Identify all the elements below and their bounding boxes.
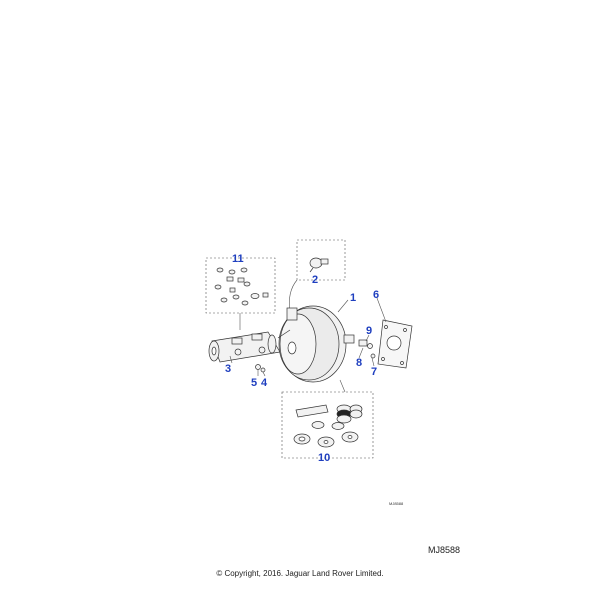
leader-10 [339,379,346,393]
nut-washer [255,364,266,373]
callout-9: 9 [366,325,372,337]
gasket [377,319,413,369]
brake-booster [277,305,355,383]
callout-4: 4 [261,377,268,389]
callout-1: 1 [350,292,356,304]
callout-10: 10 [318,452,330,464]
callout-3: 3 [225,363,231,375]
callout-11: 11 [232,253,244,265]
kit-box-2 [296,239,346,281]
clevis-pin [358,339,376,359]
drawing-ref-small: MJ8588 [389,501,404,506]
leader-2 [289,279,298,313]
seal-kit-parts [214,267,269,306]
callout-2: 2 [312,274,318,286]
vacuum-valve [309,257,329,273]
kit-box-11 [205,257,276,314]
callout-7: 7 [371,366,377,378]
repair-kit-parts [293,404,363,448]
drawing-ref-code: MJ8588 [428,545,461,555]
callout-5: 5 [251,377,257,389]
callout-8: 8 [356,357,362,369]
kit-box-10 [281,391,374,459]
callout-leaders [229,297,387,377]
callout-6: 6 [373,289,379,301]
copyright-text: © Copyright, 2016. Jaguar Land Rover Lim… [216,569,384,578]
master-cylinder [208,331,281,363]
